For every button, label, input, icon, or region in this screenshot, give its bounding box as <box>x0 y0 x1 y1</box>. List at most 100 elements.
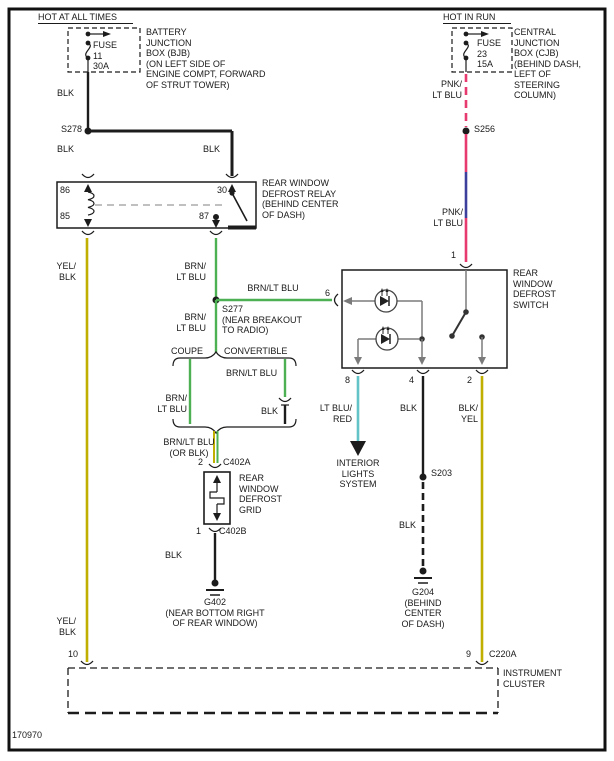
switch-label: REAR WINDOW DEFROST SWITCH <box>513 268 557 310</box>
page-border <box>7 7 607 752</box>
splice-s256-dot <box>462 127 470 135</box>
lamp2-emission-arrow1 <box>381 326 385 330</box>
c402b-label: C402B <box>219 526 247 536</box>
hot-in-run-label: HOT IN RUN <box>443 12 512 24</box>
grid-element-icon <box>209 491 225 505</box>
switch-pin-4-label: 4 <box>409 375 415 385</box>
switch-pin2-connector-icon <box>475 369 489 375</box>
relay-label: REAR WINDOW DEFROST RELAY (BEHIND CENTER… <box>262 178 339 220</box>
wire-label-blk-yel: BLK/ YEL <box>458 403 478 424</box>
wire-label-brn-ltblu-2: BRN/ LT BLU <box>176 312 206 333</box>
g402-ground-dot <box>211 579 219 587</box>
splice-s203-dot <box>419 473 427 481</box>
bjb-box <box>67 27 141 73</box>
splice-s203-label: S203 <box>431 468 453 478</box>
wire-label-convertible-blk: BLK <box>261 406 279 416</box>
merge-brace <box>172 418 297 435</box>
relay-pin85-connector-icon <box>81 230 95 236</box>
grid-top-arrow-icon <box>213 475 221 483</box>
wire-label-merged: BRN/LT BLU (OR BLK) <box>163 437 215 458</box>
relay-pin86-arrow-icon <box>84 184 92 192</box>
relay-coil-icon <box>87 191 95 216</box>
fuse-11-label: FUSE 11 30A <box>93 40 118 71</box>
c402b-pin-label: 1 <box>196 526 202 536</box>
interior-lights-arrow-icon <box>350 441 366 456</box>
wire-label-brn-ltblu-1: BRN/ LT BLU <box>176 261 206 282</box>
hot-at-all-times-label: HOT AT ALL TIMES <box>38 12 134 24</box>
switch-pin4-connector-icon <box>416 369 430 375</box>
cluster-pin-9-label: 9 <box>466 649 472 659</box>
relay-pin86-connector-icon <box>81 173 95 179</box>
switch-pin8-connector-icon <box>351 369 365 375</box>
switch-pin6-arrow-icon <box>343 297 352 305</box>
switch-pin-1-label: 1 <box>451 250 457 260</box>
splice-s277-label: S277 (NEAR BREAKOUT TO RADIO) <box>222 304 303 335</box>
switch-pin8-arrow-icon <box>354 357 362 365</box>
relay-pin87-connector-icon <box>209 230 223 236</box>
doc-number: 170970 <box>12 730 43 740</box>
relay-pin85-arrow-icon <box>84 219 92 227</box>
switch-pin4-arrow-icon <box>418 357 426 365</box>
wire-label-brn-ltblu-horiz: BRN/LT BLU <box>247 283 299 293</box>
relay-blade-icon <box>231 192 248 222</box>
switch-blade-icon <box>451 311 467 337</box>
grid-bottom-arrow-icon <box>213 513 221 521</box>
wire-label-convertible: BRN/LT BLU <box>226 368 278 378</box>
switch-pin-8-label: 8 <box>345 375 351 385</box>
g204-label: G204 (BEHIND CENTER OF DASH) <box>401 587 445 629</box>
cjb-box-label: CENTRAL JUNCTION BOX (CJB) (BEHIND DASH,… <box>514 27 582 100</box>
cluster-pin10-connector-icon <box>80 660 94 666</box>
lamp1-emission-arrow2 <box>385 288 389 292</box>
cluster-pin9-connector-icon <box>475 660 489 666</box>
c402b-connector-icon <box>208 527 222 533</box>
wire-label-blk-6: BLK <box>398 520 416 530</box>
c402a-label: C402A <box>223 457 251 467</box>
lamp2-diode-icon <box>381 334 390 344</box>
splice-s256-label: S256 <box>474 124 496 134</box>
relay-pin30-arrow-icon <box>228 184 236 192</box>
lamp1-diode-icon <box>380 296 389 306</box>
splice-s278-label: S278 <box>60 124 82 134</box>
wire-label-yel-blk-bottom: YEL/ BLK <box>56 616 76 637</box>
wire-label-blk-2: BLK <box>57 144 75 154</box>
relay-pin30-connector-icon <box>225 173 239 179</box>
c402a-connector-icon <box>208 463 222 469</box>
c402a-pin-label: 2 <box>198 457 204 467</box>
lamp2-emission-arrow2 <box>386 326 390 330</box>
relay-pin-86-label: 86 <box>60 185 71 195</box>
wire-label-yel-blk-top: YEL/ BLK <box>56 261 76 282</box>
c220a-label: C220A <box>489 649 517 659</box>
wire-label-blk-3: BLK <box>203 144 221 154</box>
instrument-cluster-label: INSTRUMENT CLUSTER <box>503 668 562 689</box>
switch-box <box>341 269 508 369</box>
cjb-box <box>451 27 513 73</box>
wire-label-coupe: BRN/ LT BLU <box>157 393 187 414</box>
branch-coupe-label: COUPE <box>171 346 204 356</box>
switch-pin1-connector-icon <box>459 263 473 269</box>
wire-label-blk-5: BLK <box>399 403 417 413</box>
relay-box <box>56 181 257 229</box>
bjb-bus-arrow <box>103 31 111 37</box>
relay-pin-87-label: 87 <box>199 211 210 221</box>
wire-label-blk-4: BLK <box>165 550 183 560</box>
relay-pin-85-label: 85 <box>60 211 71 221</box>
convertible-inline-connector-icon <box>278 397 292 403</box>
lamp1-emission-arrow1 <box>380 288 384 292</box>
switch-blade-end-dot <box>449 333 455 339</box>
g402-label: G402 (NEAR BOTTOM RIGHT OF REAR WINDOW) <box>165 597 265 628</box>
bjb-box-label: BATTERY JUNCTION BOX (BJB) (ON LEFT SIDE… <box>146 27 266 90</box>
split-brace <box>172 350 297 367</box>
grid-box <box>203 471 231 525</box>
grid-label: REAR WINDOW DEFROST GRID <box>239 473 283 515</box>
relay-pin-30-label: 30 <box>217 185 228 195</box>
cjb-bus-arrow <box>481 31 489 37</box>
wire-label-pnk-2: PNK/ LT BLU <box>433 207 463 228</box>
switch-pin-6-label: 6 <box>325 288 331 298</box>
branch-convertible-label: CONVERTIBLE <box>224 346 288 356</box>
switch-pin-2-label: 2 <box>467 375 473 385</box>
cluster-pin-10-label: 10 <box>67 649 78 659</box>
wire-label-ltblu-red: LT BLU/ RED <box>319 403 352 424</box>
g204-ground-dot <box>419 567 427 575</box>
